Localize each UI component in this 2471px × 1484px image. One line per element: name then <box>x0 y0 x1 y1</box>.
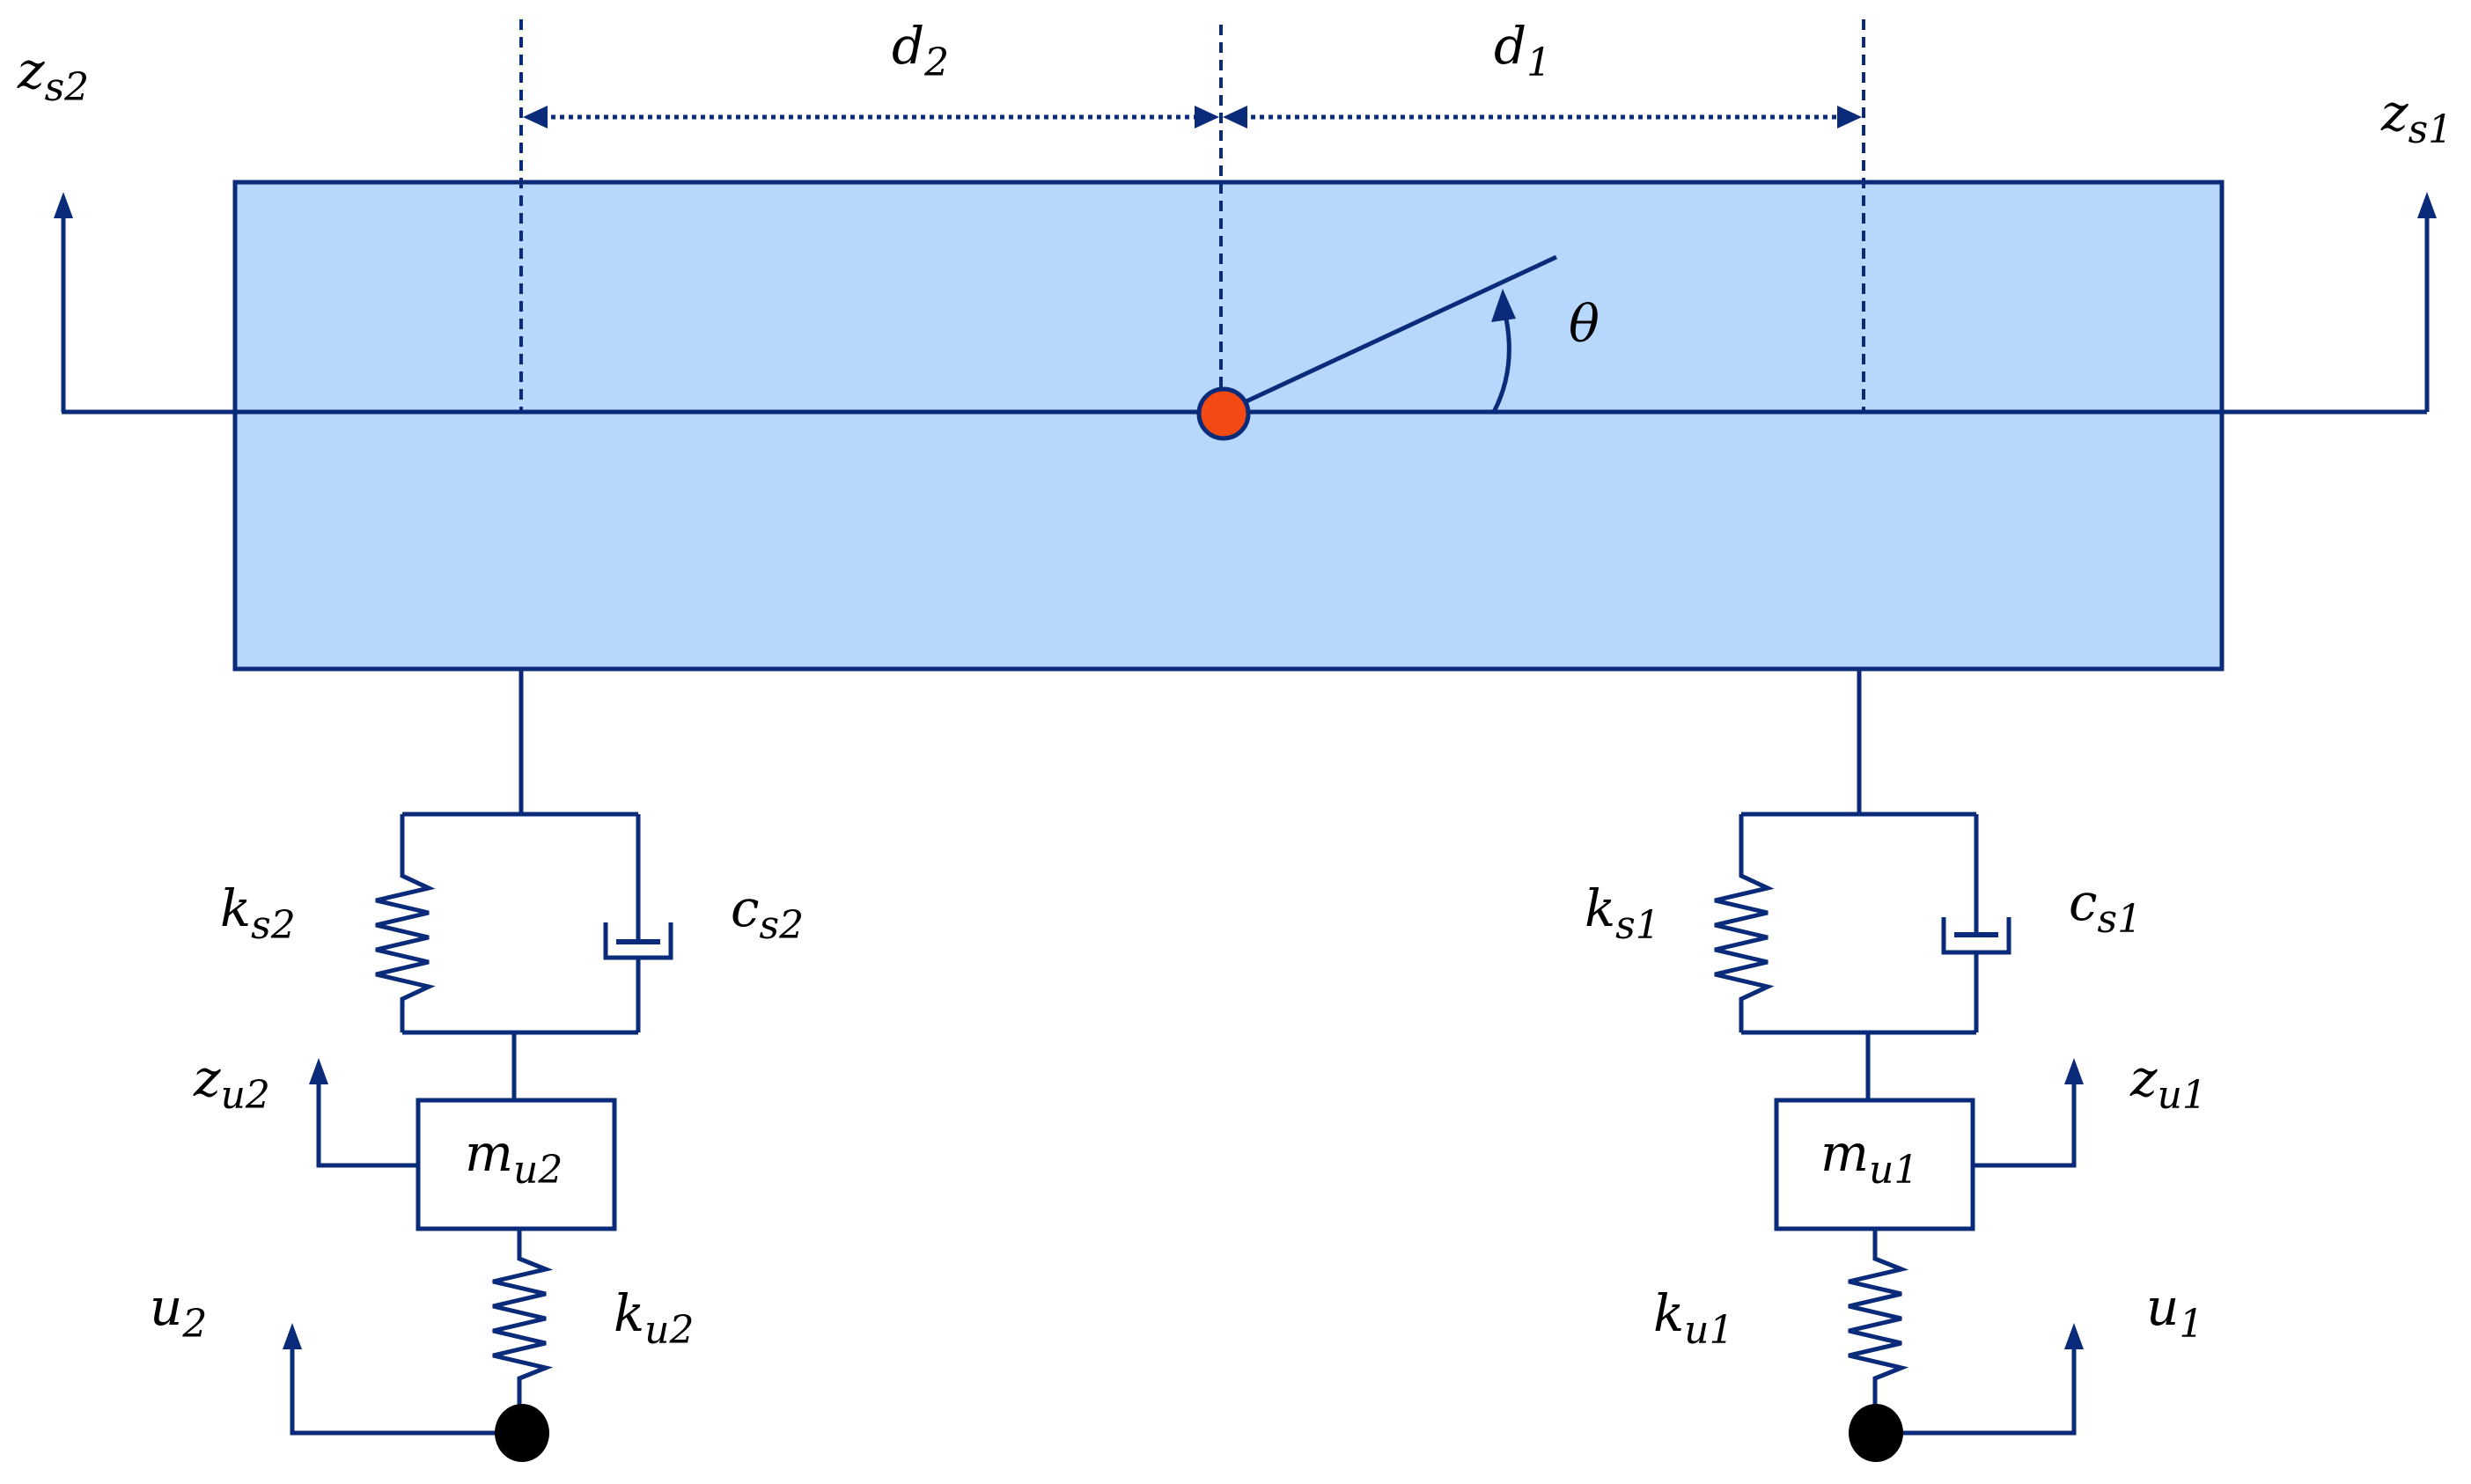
label-cs2: cs2 <box>731 878 804 948</box>
zu1-displacement-arrow <box>1973 1058 2084 1168</box>
u2-road-input-arrow <box>283 1323 519 1436</box>
label-d2: d2 <box>892 16 949 85</box>
cs1-damper <box>1941 814 2011 1032</box>
mu1-unsprung-mass <box>1774 1098 1975 1231</box>
label-theta: θ <box>1569 294 1600 354</box>
front-tire-contact-point <box>1849 1404 1903 1462</box>
label-ks1: ks1 <box>1585 878 1660 948</box>
ku2-tire-spring <box>492 1229 554 1413</box>
label-ku1: ku1 <box>1653 1283 1734 1353</box>
cs2-damper <box>603 814 673 1032</box>
label-mu1: mu1 <box>1820 1123 1918 1193</box>
d1-dimension-line <box>1223 106 1862 129</box>
d2-dimension-line <box>523 106 1219 129</box>
mu2-unsprung-mass <box>416 1098 617 1231</box>
label-cs1: cs1 <box>2069 872 2142 942</box>
label-u1: u1 <box>2146 1277 2203 1347</box>
ku1-tire-spring <box>1848 1229 1909 1413</box>
label-zs1: zs1 <box>2380 83 2453 152</box>
label-d1: d1 <box>1494 16 1551 85</box>
center-of-gravity-dot <box>1196 386 1251 441</box>
rear-tire-contact-point <box>495 1404 549 1462</box>
ks2-spring <box>375 814 436 1032</box>
label-ks2: ks2 <box>220 878 296 948</box>
label-zu1: zu1 <box>2129 1048 2207 1118</box>
label-ku2: ku2 <box>614 1283 695 1353</box>
u1-road-input-arrow <box>1875 1323 2084 1436</box>
label-zu2: zu2 <box>193 1048 270 1118</box>
pitch-angle-arc <box>1491 289 1516 414</box>
zu2-displacement-arrow <box>309 1058 418 1168</box>
zs2-displacement-arrow <box>54 192 73 412</box>
zs1-displacement-arrow <box>2417 192 2437 412</box>
front-suspension <box>1714 669 2084 1462</box>
pitch-angle-line <box>1222 254 1558 415</box>
label-zs2: zs2 <box>17 40 89 110</box>
rear-suspension <box>283 669 673 1462</box>
label-u2: u2 <box>150 1277 207 1347</box>
label-mu2: mu2 <box>465 1123 563 1193</box>
ks1-spring <box>1714 814 1775 1032</box>
